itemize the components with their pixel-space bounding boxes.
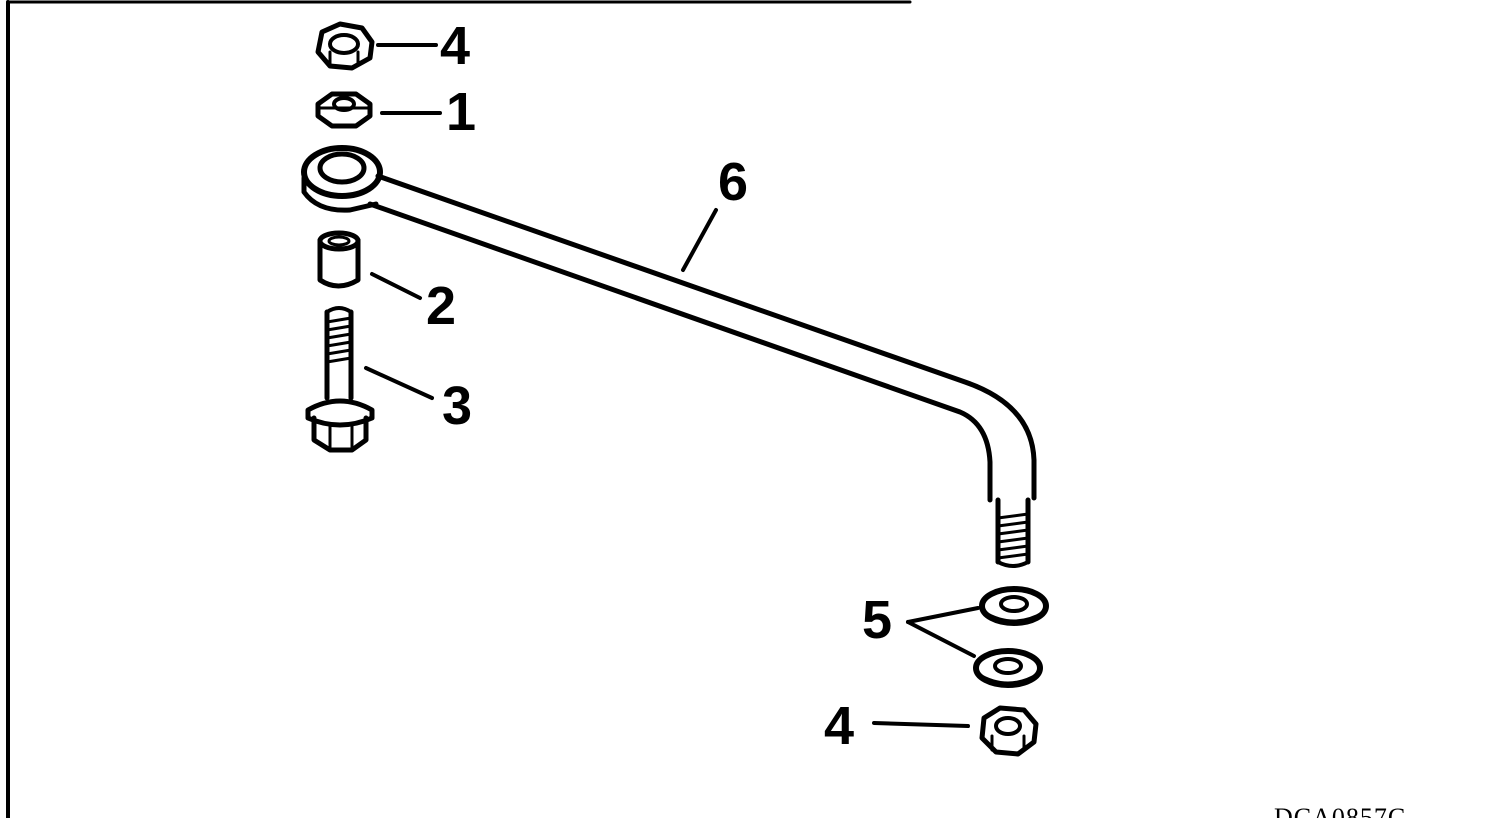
washer-bottom-upper-part	[979, 586, 1049, 626]
lock-nut-top-part	[315, 21, 375, 71]
washer-bottom-lower-part	[973, 648, 1043, 688]
leader-line-6	[681, 208, 718, 272]
callout-5: 5	[862, 590, 892, 650]
link-rod-part	[301, 145, 1037, 568]
lock-nut-bottom-part	[979, 705, 1039, 757]
leader-line-2	[370, 272, 422, 300]
flange-bolt-part	[305, 306, 375, 453]
drawing-code: DCA0857C	[1274, 803, 1406, 818]
callout-6: 6	[718, 152, 748, 212]
leader-line-4-bottom	[872, 721, 970, 728]
washer-top-part	[315, 91, 373, 129]
callout-4-bottom: 4	[824, 696, 854, 756]
diagram-frame	[6, 0, 912, 818]
callout-1: 1	[446, 82, 476, 142]
leader-line-3	[364, 366, 434, 400]
callout-2: 2	[426, 276, 456, 336]
callout-4-top: 4	[440, 16, 470, 76]
spacer-part	[317, 230, 361, 289]
leader-lines-5	[906, 606, 980, 658]
callout-3: 3	[442, 376, 472, 436]
